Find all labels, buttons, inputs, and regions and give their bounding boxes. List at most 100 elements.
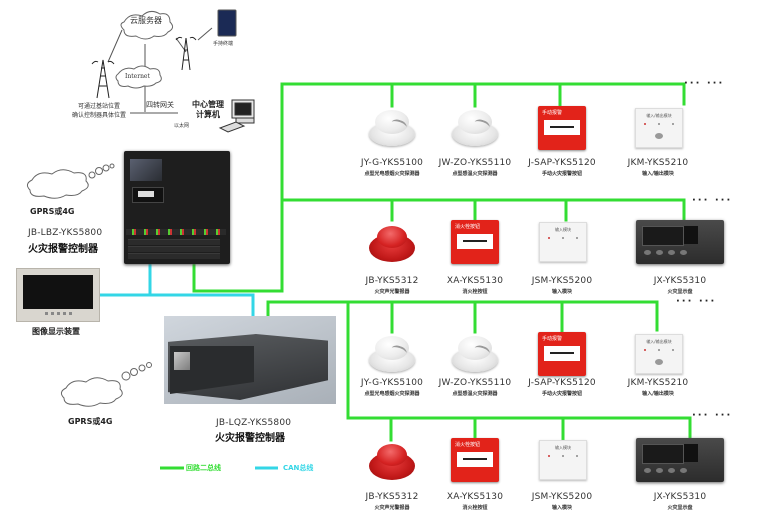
device-model: JSM-YKS5200 <box>531 492 593 502</box>
locate-note-line1: 可通过基站位置 <box>78 103 121 110</box>
image-display-screen <box>23 275 93 309</box>
device-model: JKM-YKS5210 <box>627 378 689 388</box>
image-display-device <box>16 268 100 322</box>
device-model: JY-G-YKS5100 <box>360 158 424 168</box>
display-button <box>668 468 675 473</box>
device-description: 点型光电感烟火灾探测器 <box>364 171 420 177</box>
display-button <box>644 468 651 473</box>
device-description: 输入模块 <box>551 505 572 511</box>
display-leds <box>684 444 698 462</box>
image-display-buttons <box>45 312 73 315</box>
ctrl1-model: JB-LBZ-YKS5800 <box>28 228 103 238</box>
internet-cloud-icon <box>115 65 162 89</box>
ctrl1-gprs-label: GPRS或4G <box>30 207 75 216</box>
cell-tower-icon <box>91 59 115 99</box>
device-model: XA-YKS5130 <box>446 492 504 502</box>
device-description: 火灾显示盘 <box>667 505 693 511</box>
indicator-led <box>658 123 660 125</box>
gateway-label: 四转网关 <box>146 101 174 109</box>
cell-tower-icon <box>175 36 197 71</box>
device-header-text: 手动报警 <box>542 336 563 342</box>
cloud-server-label: 云服务器 <box>130 16 162 25</box>
io-module-icon: 输入/输出模块 <box>635 334 683 374</box>
mobile-terminal-icon <box>217 9 237 37</box>
more-devices-ellipsis: ··· ··· <box>692 195 733 206</box>
device-model: JW-ZO-YKS5110 <box>438 158 512 168</box>
device-description: 点型感温火灾探测器 <box>452 391 498 397</box>
fire-alarm-controller-2 <box>164 316 336 404</box>
device-description: 消火栓按钮 <box>462 505 488 511</box>
indicator-led <box>548 455 550 457</box>
device-description: 点型光电感烟火灾探测器 <box>364 391 420 397</box>
indicator-led <box>644 123 646 125</box>
io-module-icon: 输入/输出模块 <box>635 108 683 148</box>
device-model: J-SAP-YKS5120 <box>528 378 596 388</box>
indicator-led <box>562 237 564 239</box>
indicator-led <box>672 123 674 125</box>
sounder-dome <box>377 444 407 466</box>
detector-dome <box>375 336 409 360</box>
manual-call-point-icon: 手动报警 <box>538 332 586 376</box>
display-button <box>644 250 651 255</box>
device-model: JB-YKS5312 <box>365 492 419 502</box>
display-screen <box>642 444 684 464</box>
fire-display-panel-icon <box>636 220 724 264</box>
smoke-detector-icon <box>452 334 498 374</box>
indicator-led <box>644 349 646 351</box>
ctrl2-name: 火灾报警控制器 <box>215 433 285 444</box>
net-link-tower2-mobile <box>197 27 213 41</box>
device-header-text: 输入模块 <box>555 445 571 450</box>
indicator-led <box>658 349 660 351</box>
ctrl2-model: JB-LQZ-YKS5800 <box>216 418 292 428</box>
device-description: 输入/输出模块 <box>642 171 674 177</box>
zone-row <box>128 253 220 259</box>
display-button <box>656 250 663 255</box>
sounder-strobe-icon <box>369 222 415 264</box>
device-arrow <box>463 240 487 242</box>
manual-call-point-icon: 手动报警 <box>538 106 586 150</box>
display-button <box>668 250 675 255</box>
status-led-strip <box>126 229 226 235</box>
sounder-dome <box>377 226 407 248</box>
computer-icon <box>218 99 255 133</box>
locate-note-line2: 确认控制器具体位置 <box>72 112 127 119</box>
more-devices-ellipsis: ··· ··· <box>676 296 717 307</box>
device-description: 输入模块 <box>551 289 572 295</box>
indicator-led <box>576 237 578 239</box>
module-button <box>655 359 663 365</box>
center-pc-label: 中心管理 计算机 <box>192 100 224 120</box>
net-link-tower1-cloud <box>107 29 123 63</box>
device-header-text: 手动报警 <box>542 110 563 116</box>
device-model: JKM-YKS5210 <box>627 158 689 168</box>
gprs-cloud-icon <box>60 377 123 407</box>
device-header-text: 输入模块 <box>555 227 571 232</box>
loop-bus-ctrl1 <box>192 82 686 293</box>
device-arrow <box>550 352 574 354</box>
display-screen <box>642 226 684 246</box>
indicator-led <box>548 237 550 239</box>
hydrant-button-icon: 消火栓按钮 <box>451 220 499 264</box>
device-description: 火灾声光警报器 <box>374 505 410 511</box>
internet-label: Internet <box>125 73 150 80</box>
hydrant-button-icon: 消火栓按钮 <box>451 438 499 482</box>
device-description: 火灾显示盘 <box>667 289 693 295</box>
display-button <box>656 468 663 473</box>
device-model: JW-ZO-YKS5110 <box>438 378 512 388</box>
indicator-led <box>672 349 674 351</box>
controller-lcd <box>130 159 162 181</box>
indicator-led <box>576 455 578 457</box>
device-arrow <box>463 458 487 460</box>
zone-row <box>128 246 220 252</box>
ctrl1-name: 火灾报警控制器 <box>28 244 98 255</box>
smoke-detector-icon <box>369 108 415 148</box>
smoke-detector-icon <box>452 108 498 148</box>
locate-note: 可通过基站位置 确认控制器具体位置 <box>72 102 126 120</box>
ethernet-label: 以太网 <box>174 123 190 129</box>
module-button <box>655 133 663 139</box>
more-devices-ellipsis: ··· ··· <box>684 78 725 89</box>
device-model: JY-G-YKS5100 <box>360 378 424 388</box>
display-leds <box>684 226 698 244</box>
can-bus-to-display <box>97 293 255 318</box>
center-pc-label-line1: 中心管理 <box>192 100 224 109</box>
